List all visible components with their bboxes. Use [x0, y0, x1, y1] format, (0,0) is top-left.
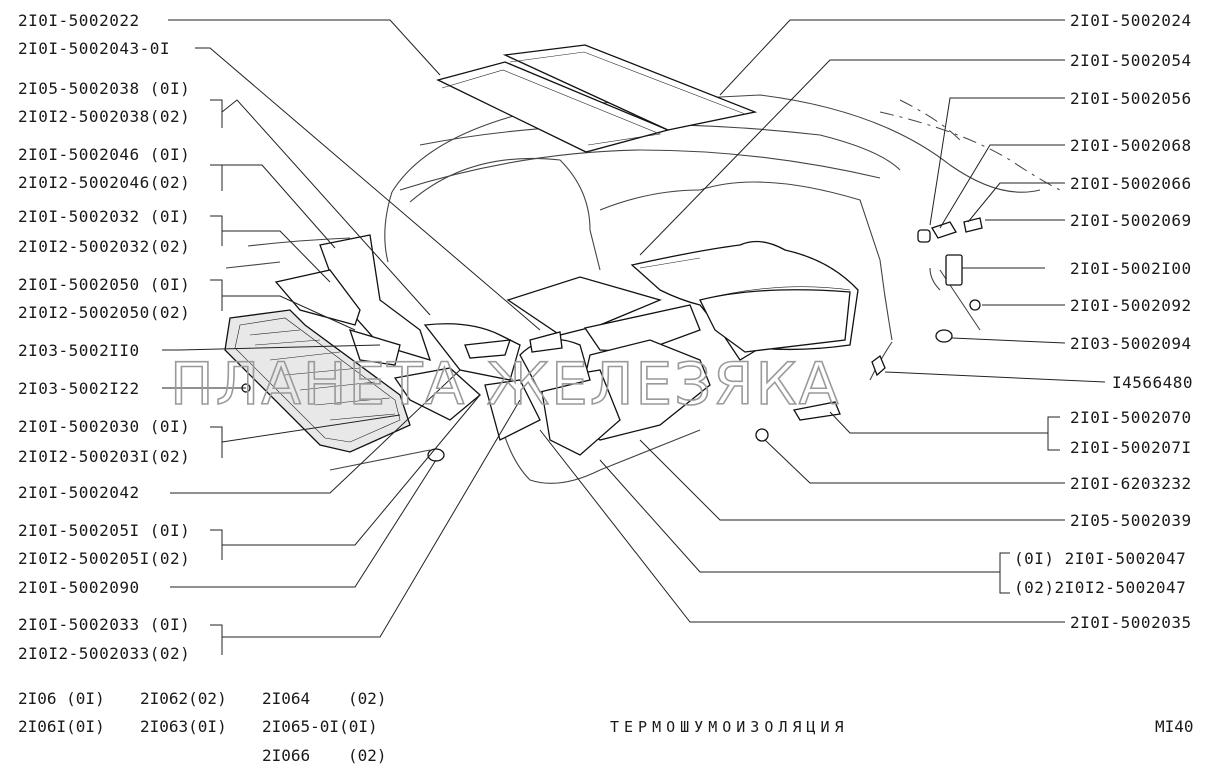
part-number-label: 2I0I-500207I — [1070, 438, 1192, 457]
part-number-label: 2I03-5002II0 — [18, 341, 140, 360]
part-number-label: 2I0I-5002035 — [1070, 613, 1192, 632]
part-number-label: 2I0I2-500203I(02) — [18, 447, 190, 466]
part-number-label: 2I0I-5002069 — [1070, 211, 1192, 230]
part-number-label: 2I0I2-5002050(02) — [18, 303, 190, 322]
model-code: (02) — [348, 689, 387, 708]
part-number-label: 2I0I-500205I (0I) — [18, 521, 190, 540]
part-number-label: (02)2I0I2-5002047 — [1014, 578, 1186, 597]
roof-insulation-panels — [436, 44, 758, 153]
model-code: 2I06I(0I) — [18, 717, 105, 736]
part-number-label: 2I05-5002038 (0I) — [18, 79, 190, 98]
part-number-label: 2I0I2-5002033(02) — [18, 644, 190, 663]
left-part-labels: 2I0I-5002022 2I0I-5002043-0I 2I05-500203… — [18, 11, 190, 663]
part-number-label: 2I03-5002094 — [1070, 334, 1192, 353]
model-code: 2I062(02) — [140, 689, 227, 708]
diagram-title: ТЕРМОШУМОИЗОЛЯЦИЯ — [610, 718, 849, 736]
leader-lines — [162, 19, 1106, 655]
part-number-label: (0I) 2I0I-5002047 — [1014, 549, 1186, 568]
model-code: 2I064 — [262, 689, 310, 708]
part-number-label: 2I0I-5002030 (0I) — [18, 417, 190, 436]
part-number-label: 2I0I-5002054 — [1070, 51, 1192, 70]
part-number-label: 2I0I-5002092 — [1070, 296, 1192, 315]
part-number-label: 2I0I-5002050 (0I) — [18, 275, 190, 294]
part-number-label: 2I0I-5002033 (0I) — [18, 615, 190, 634]
part-number-label: 2I0I-6203232 — [1070, 474, 1192, 493]
model-code: 2I063(0I) — [140, 717, 227, 736]
part-number-label: I4566480 — [1112, 373, 1193, 392]
page-code: MI40 — [1155, 717, 1194, 736]
part-number-label: 2I03-5002I22 — [18, 379, 140, 398]
watermark: ПЛАНЕТА ЖЕЛЕЗЯКА — [170, 350, 840, 418]
part-number-label: 2I0I-5002024 — [1070, 11, 1192, 30]
part-number-label: 2I0I-5002056 — [1070, 89, 1192, 108]
model-code: 2I066 — [262, 746, 310, 765]
floor-insulation-parts — [224, 217, 983, 462]
part-number-label: 2I0I2-5002046(02) — [18, 173, 190, 192]
part-number-label: 2I0I-5002022 — [18, 11, 140, 30]
part-number-label: 2I0I2-5002032(02) — [18, 237, 190, 256]
model-code: (02) — [348, 746, 387, 765]
model-code: 2I065-0I(0I) — [262, 717, 378, 736]
part-number-label: 2I0I-5002066 — [1070, 174, 1192, 193]
part-number-label: 2I0I-5002043-0I — [18, 39, 170, 58]
part-number-label: 2I0I-5002068 — [1070, 136, 1192, 155]
part-number-label: 2I0I-5002070 — [1070, 408, 1192, 427]
model-applicability-list: 2I06 (0I) 2I06I(0I) 2I062(02) 2I063(0I) … — [18, 689, 387, 765]
part-number-label: 2I0I-5002042 — [18, 483, 140, 502]
part-number-label: 2I0I-5002I00 — [1070, 259, 1192, 278]
part-number-label: 2I0I-5002032 (0I) — [18, 207, 190, 226]
part-number-label: 2I0I-5002046 (0I) — [18, 145, 190, 164]
part-number-label: 2I0I-5002090 — [18, 578, 140, 597]
model-code: 2I06 (0I) — [18, 689, 105, 708]
part-number-label: 2I0I2-500205I(02) — [18, 549, 190, 568]
part-number-label: 2I05-5002039 — [1070, 511, 1192, 530]
right-part-labels: 2I0I-5002024 2I0I-5002054 2I0I-5002056 2… — [1014, 11, 1193, 632]
part-number-label: 2I0I2-5002038(02) — [18, 107, 190, 126]
